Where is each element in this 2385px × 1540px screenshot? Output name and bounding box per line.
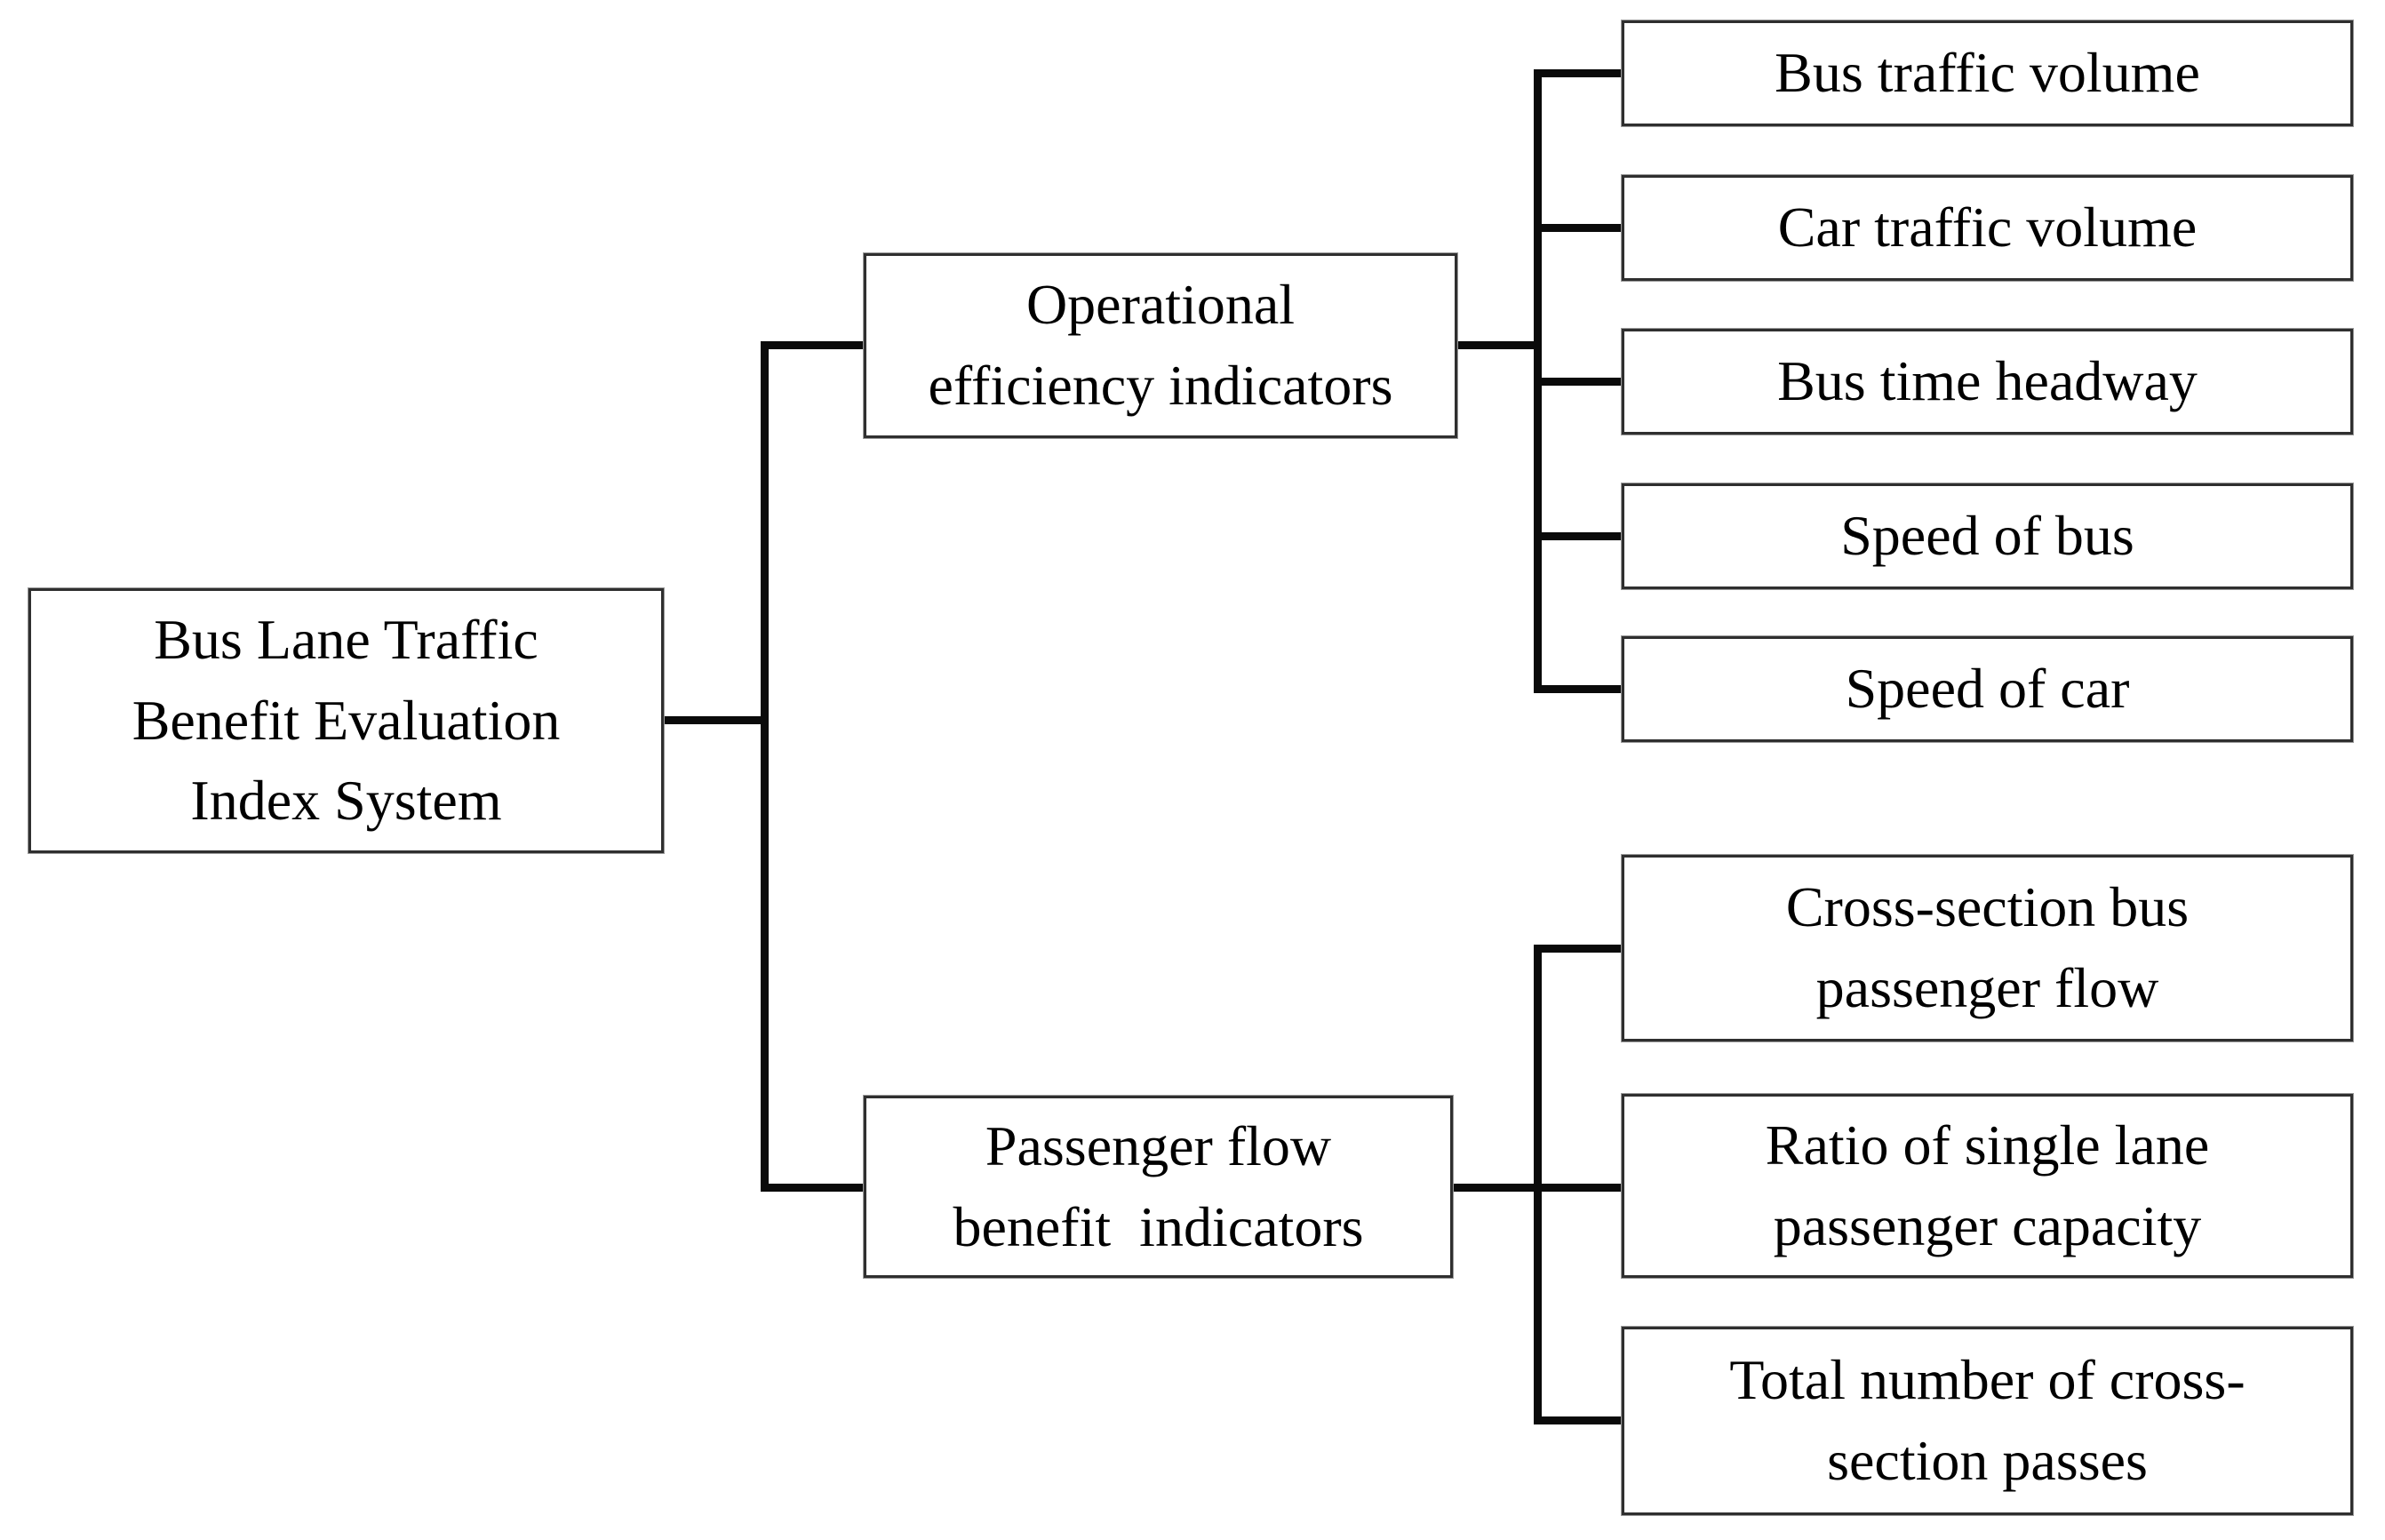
connector-total-passes (1534, 1416, 1622, 1424)
connector-speed-of-car (1534, 685, 1622, 693)
node-cross-section-bus-passenger-flow: Cross-section bus passenger flow (1622, 855, 2353, 1041)
connector-operational-out (1457, 341, 1542, 349)
connector-trunk-to-passenger (761, 1184, 864, 1192)
node-speed-of-car: Speed of car (1622, 636, 2353, 742)
connector-bus-time-headway (1534, 378, 1622, 386)
connector-root-to-trunk (664, 716, 764, 724)
connector-level1-trunk (761, 341, 769, 1192)
node-bus-time-headway: Bus time headway (1622, 329, 2353, 435)
connector-cross-section-flow (1534, 945, 1622, 953)
node-operational-efficiency-indicators: Operational efficiency indicators (864, 253, 1457, 438)
connector-trunk-to-operational (761, 341, 864, 349)
connector-car-traffic-volume (1534, 224, 1622, 232)
node-passenger-flow-benefit-indicators: Passenger flow benefit indicators (864, 1096, 1453, 1278)
connector-bus-traffic-volume (1534, 69, 1622, 77)
node-bus-traffic-volume: Bus traffic volume (1622, 20, 2353, 126)
node-total-number-cross-section-passes: Total number of cross- section passes (1622, 1327, 2353, 1515)
node-root-index-system: Bus Lane Traffic Benefit Evaluation Inde… (28, 588, 664, 853)
connector-ratio-single-lane (1453, 1184, 1622, 1192)
node-ratio-single-lane-passenger-capacity: Ratio of single lane passenger capacity (1622, 1094, 2353, 1278)
connector-speed-of-bus (1534, 532, 1622, 540)
node-car-traffic-volume: Car traffic volume (1622, 175, 2353, 281)
node-speed-of-bus: Speed of bus (1622, 483, 2353, 589)
